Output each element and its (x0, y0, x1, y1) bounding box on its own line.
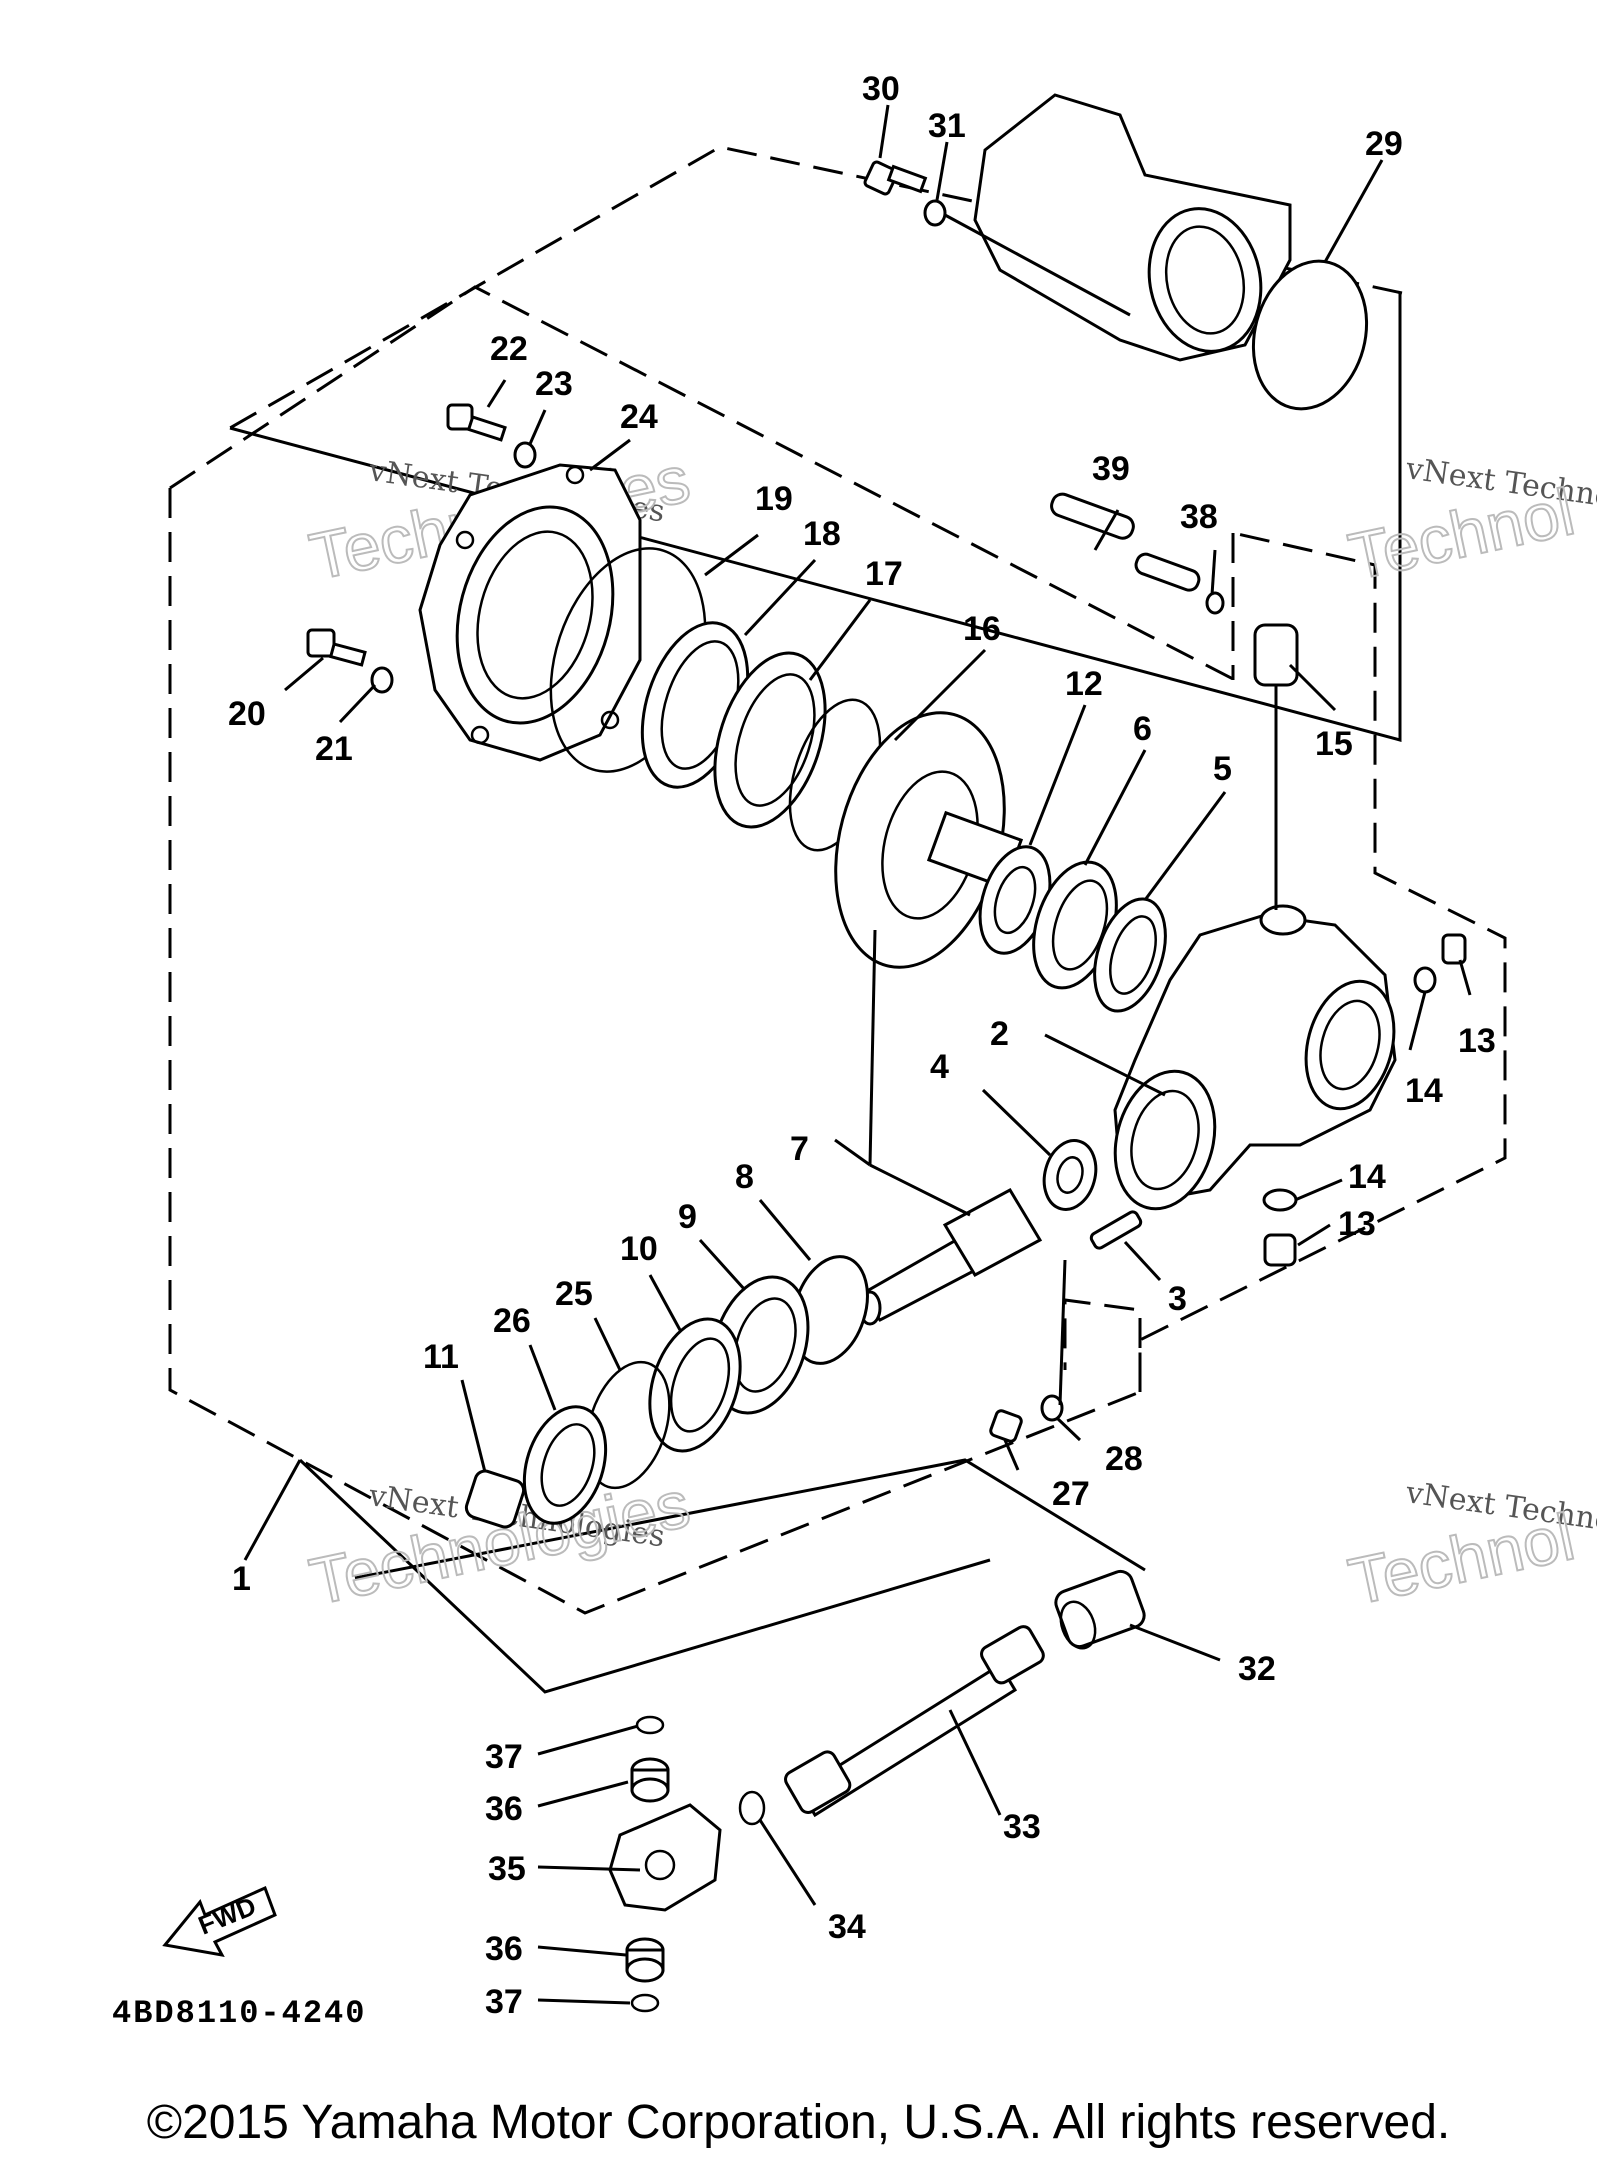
part-21-washer (370, 666, 394, 694)
callout-19: 19 (755, 480, 793, 518)
copyright-notice: ©2015 Yamaha Motor Corporation, U.S.A. A… (146, 2096, 1451, 2149)
callout-11: 11 (423, 1338, 459, 1376)
callout-1: 1 (232, 1560, 251, 1598)
part-36-bearing-cup-lower (625, 1937, 665, 1983)
part-3-stud (1089, 1210, 1143, 1250)
part-23-washer (513, 441, 537, 469)
callout-37-lower: 37 (485, 1983, 523, 2021)
callout-17: 17 (865, 555, 903, 593)
part-37-clip-lower (630, 1993, 660, 2013)
callout-16: 16 (963, 610, 1001, 648)
callout-34: 34 (828, 1908, 866, 1946)
callout-5: 5 (1213, 750, 1232, 788)
callout-7: 7 (790, 1130, 809, 1168)
callout-36-lower: 36 (485, 1930, 523, 1968)
part-28-washer (1040, 1394, 1064, 1422)
callout-35: 35 (488, 1850, 526, 1888)
part-24-cover (418, 463, 642, 762)
part-34-circlip (738, 1790, 766, 1826)
callout-8: 8 (735, 1158, 754, 1196)
callout-33: 33 (1003, 1808, 1041, 1846)
callout-10: 10 (620, 1230, 658, 1268)
callout-27: 27 (1052, 1475, 1090, 1513)
part-36-bearing-cup (630, 1757, 670, 1803)
part-39-pin (1050, 492, 1135, 540)
callout-13: 13 (1458, 1022, 1496, 1060)
part-33-drive-shaft (784, 1625, 1045, 1818)
callout-14-lower: 14 (1348, 1158, 1386, 1196)
part-17-bearing (713, 651, 827, 829)
callout-6: 6 (1133, 710, 1152, 748)
part-29-housing (944, 93, 1369, 411)
callout-18: 18 (803, 515, 841, 553)
callout-39: 39 (1092, 450, 1130, 488)
part-7-pinion-shaft (857, 1188, 1043, 1326)
callout-labels: 30 31 29 22 23 24 39 38 19 18 17 16 12 6… (228, 70, 1496, 2021)
leader-lines (243, 104, 1472, 2005)
part-13-plug-lower (1263, 1233, 1297, 1267)
part-27-nut (989, 1409, 1023, 1443)
part-20-bolt (306, 628, 367, 667)
callout-12: 12 (1065, 665, 1103, 703)
callout-30: 30 (862, 70, 900, 108)
part-22-bolt (446, 403, 507, 442)
callout-38: 38 (1180, 498, 1218, 536)
callout-28: 28 (1105, 1440, 1143, 1478)
part-15-breather (1253, 623, 1299, 910)
callout-13-lower: 13 (1338, 1205, 1376, 1243)
diagram-code: 4BD8110-4240 (112, 1995, 366, 2032)
callout-22: 22 (490, 330, 528, 368)
part-30-bolt (863, 160, 928, 196)
callout-37: 37 (485, 1738, 523, 1776)
callout-9: 9 (678, 1198, 697, 1236)
part-5-seal (1093, 897, 1167, 1013)
part-4-bearing (1042, 1139, 1098, 1211)
callout-2: 2 (990, 1015, 1009, 1053)
part-32-coupling (1054, 1569, 1146, 1650)
part-35-yoke (608, 1803, 722, 1912)
part-2-gear-case (1113, 904, 1397, 1211)
part-39-pin-segment (1134, 552, 1201, 592)
fwd-arrow-icon: FWD (162, 1885, 277, 1958)
part-14-washer-lower (1262, 1188, 1298, 1212)
callout-25: 25 (555, 1275, 593, 1313)
callout-4: 4 (930, 1048, 949, 1086)
part-31-washer (923, 199, 947, 227)
callout-26: 26 (493, 1302, 531, 1340)
callout-21: 21 (315, 730, 353, 768)
part-10-nut (648, 1317, 742, 1453)
callout-31: 31 (928, 107, 966, 145)
callout-14: 14 (1405, 1072, 1443, 1110)
part-38-clip (1205, 591, 1225, 615)
callout-29: 29 (1365, 125, 1403, 163)
part-11-collar (464, 1469, 526, 1529)
callout-32: 32 (1238, 1650, 1276, 1688)
part-14-washer (1413, 966, 1437, 994)
callout-20: 20 (228, 695, 266, 733)
part-13-plug (1441, 933, 1467, 965)
callout-36: 36 (485, 1790, 523, 1828)
callout-24: 24 (620, 398, 658, 436)
shaft-outline (298, 1458, 1146, 1694)
callout-3: 3 (1168, 1280, 1187, 1318)
callout-23: 23 (535, 365, 573, 403)
part-37-clip (635, 1715, 665, 1735)
part-26-seal (522, 1405, 608, 1525)
callout-15: 15 (1315, 725, 1353, 763)
